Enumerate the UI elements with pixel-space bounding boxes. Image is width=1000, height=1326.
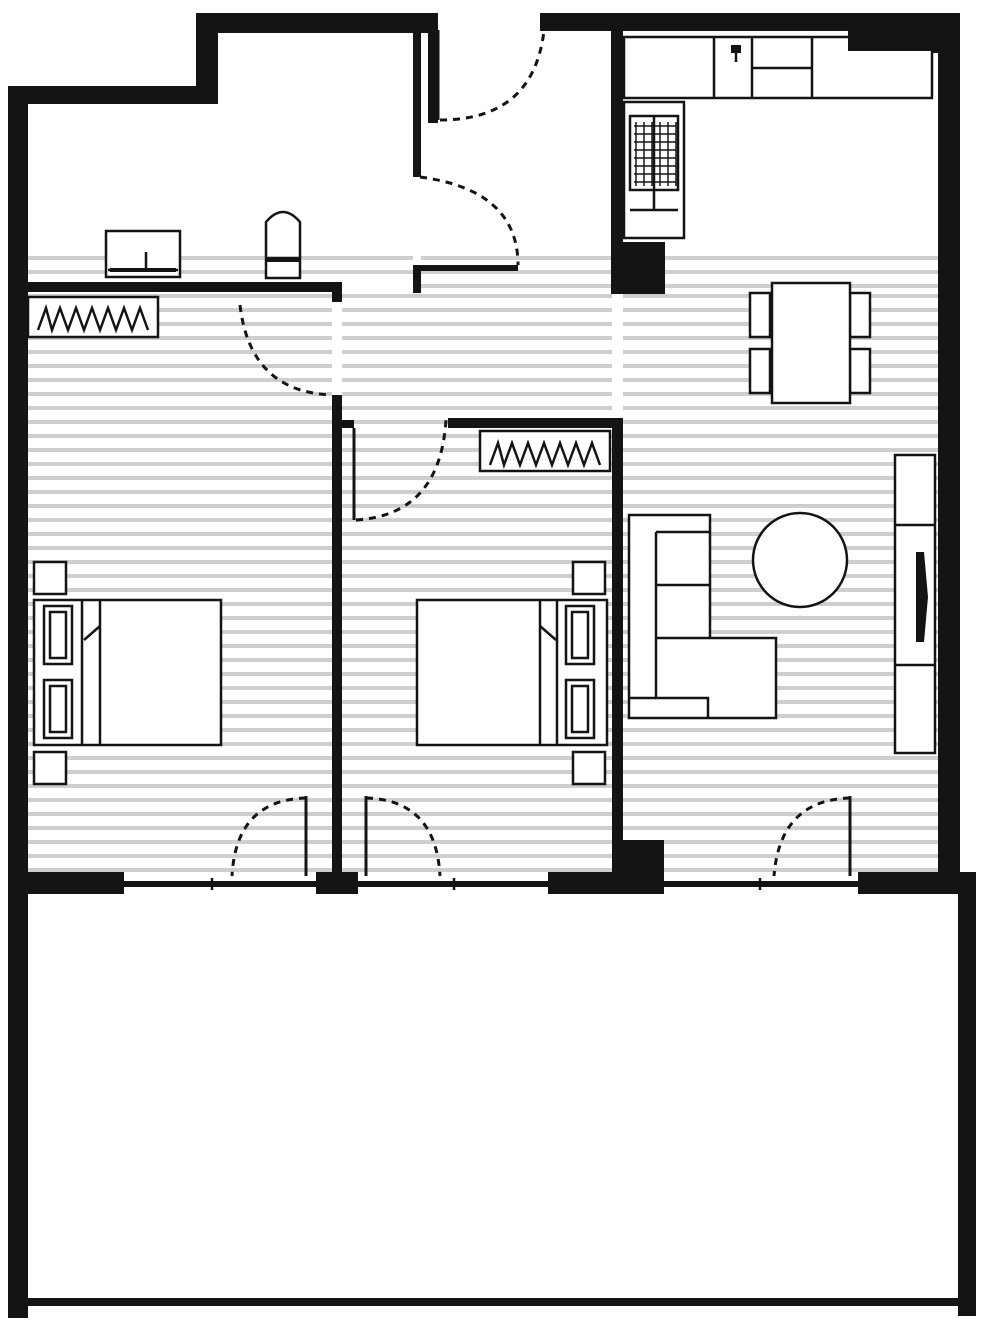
toilet [264, 210, 302, 280]
sliding-glass-doors [124, 878, 858, 1306]
door-swings [230, 17, 852, 877]
double-bed [415, 560, 609, 786]
vanity [104, 229, 182, 279]
walls [8, 13, 976, 1318]
sink [731, 45, 741, 62]
kitchen-counter [622, 31, 934, 100]
round-coffee-table [751, 511, 849, 609]
double-bed [32, 560, 223, 786]
wardrobe [478, 429, 612, 473]
tv-unit [893, 453, 937, 755]
wardrobe [26, 295, 160, 339]
balcony [28, 894, 958, 1298]
dining-table [748, 281, 872, 405]
stove [622, 100, 686, 240]
sofa [627, 513, 778, 720]
